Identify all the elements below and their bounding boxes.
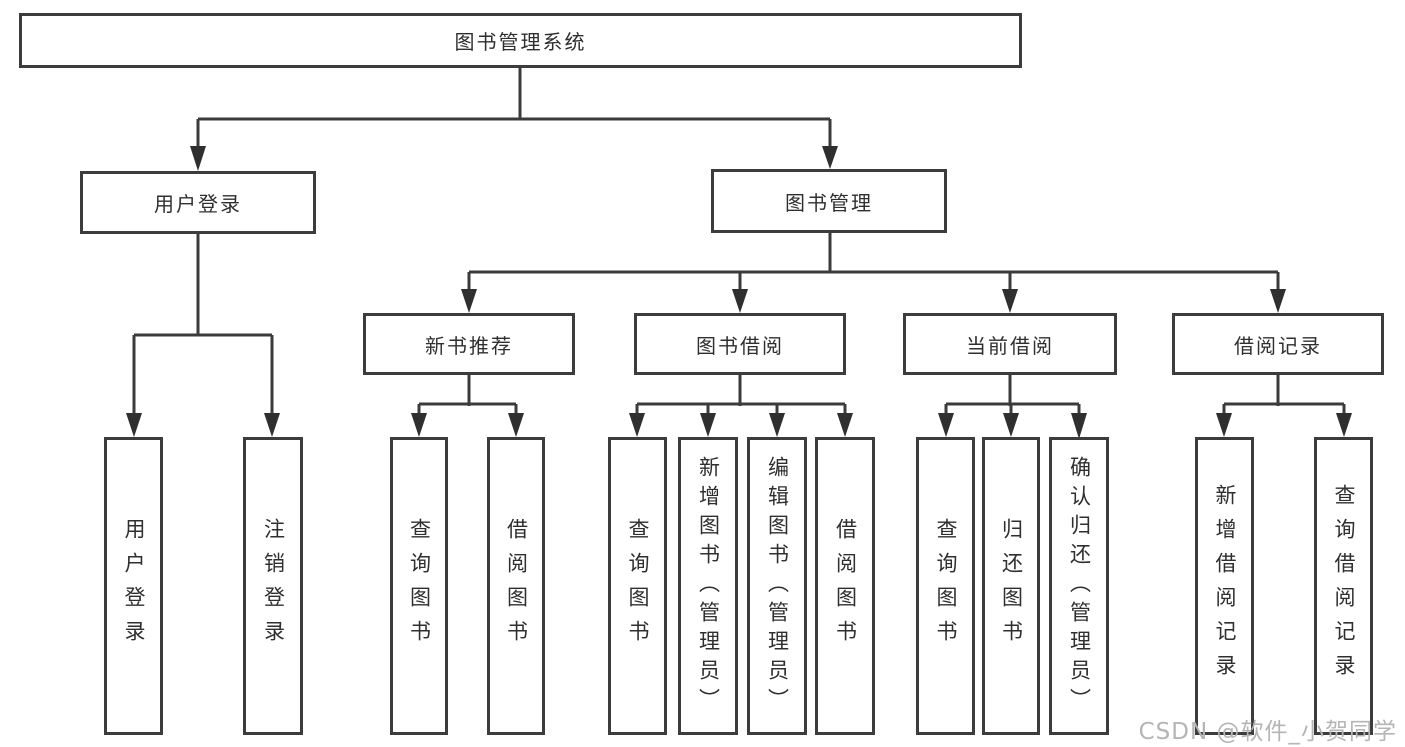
node-book-management: 图书管理 [711,169,947,233]
csdn-watermark: CSDN @软件_小贺同学 [1138,719,1397,745]
connector-newbook-to-leaves [411,375,524,437]
connector-records-to-leaves [1216,375,1352,437]
leaf-add-book-admin: 新增图书（管理员） [678,437,738,735]
leaf-query-books-borrow: 查询图书 [608,437,667,735]
node-borrow-records: 借阅记录 [1172,313,1384,375]
connector-borrow-to-leaves [629,375,853,437]
leaf-edit-book-admin: 编辑图书（管理员） [747,437,807,735]
node-library-system: 图书管理系统 [19,13,1022,68]
leaf-user-login: 用户登录 [104,437,163,735]
connector-login-to-leaves [126,234,280,437]
connector-root-to-level2 [190,68,838,171]
leaf-query-books-current: 查询图书 [916,437,975,735]
leaf-borrow-books-recommend: 借阅图书 [487,437,545,735]
leaf-borrow-books: 借阅图书 [815,437,875,735]
leaf-query-borrow-record: 查询借阅记录 [1314,437,1373,735]
node-user-login: 用户登录 [80,171,316,234]
leaf-return-book: 归还图书 [982,437,1040,735]
connector-current-to-leaves [938,375,1087,439]
connector-mgmt-to-level3 [461,233,1286,313]
node-book-borrow: 图书借阅 [634,313,846,375]
leaf-query-books-recommend: 查询图书 [390,437,448,735]
leaf-confirm-return-admin: 确认归还（管理员） [1049,437,1109,735]
leaf-add-borrow-record: 新增借阅记录 [1195,437,1254,735]
leaf-logout: 注销登录 [243,437,303,735]
node-new-book-recommend: 新书推荐 [363,313,575,375]
node-current-borrow: 当前借阅 [903,313,1117,375]
